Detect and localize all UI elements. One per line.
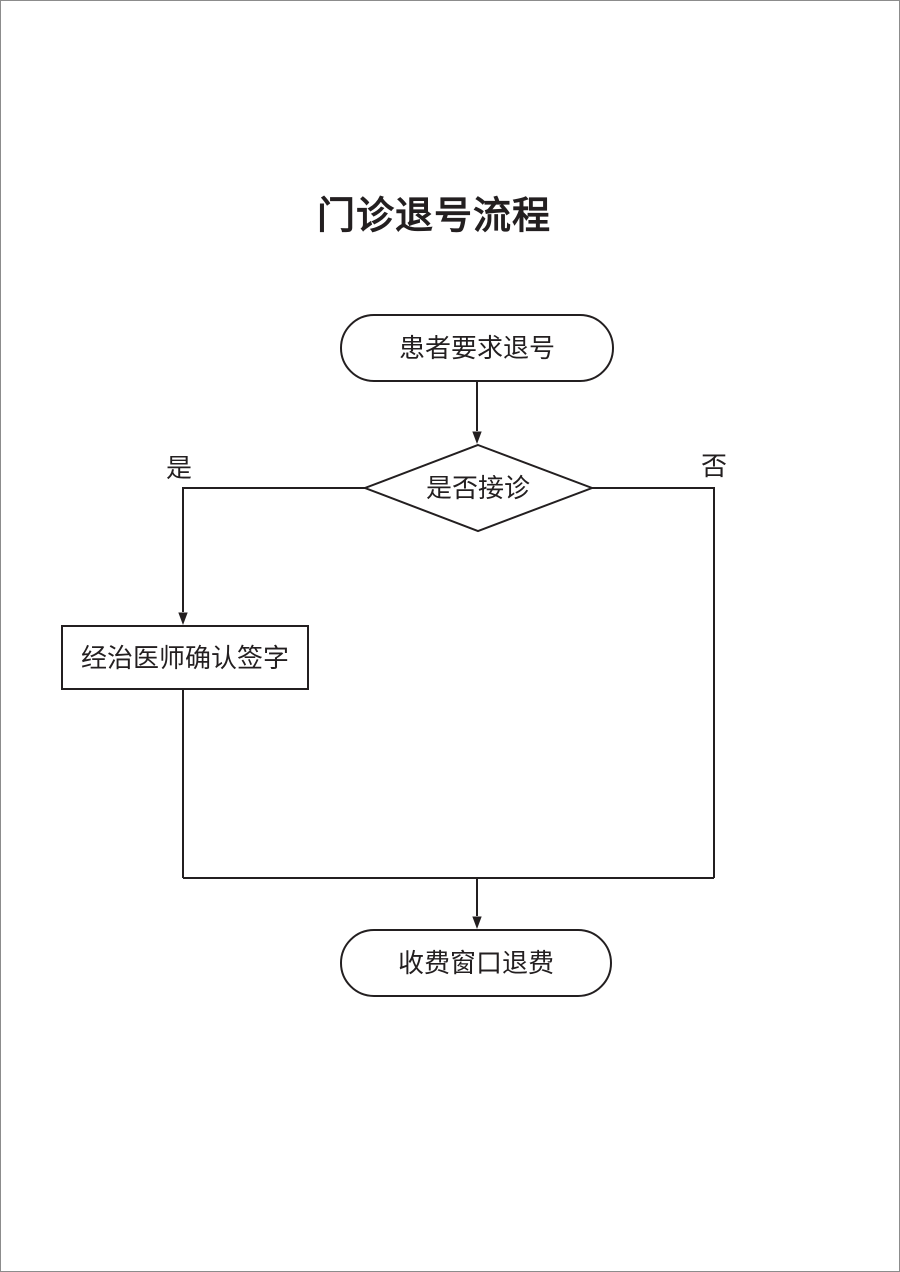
connector-no-branch xyxy=(592,487,715,878)
arrowhead-into-end xyxy=(472,916,482,929)
decision-diamond-shape xyxy=(362,443,595,533)
process-box-label: 经治医师确认签字 xyxy=(80,643,290,673)
arrowhead-into-process xyxy=(178,612,188,625)
decision-diamond-label: 是否接诊 xyxy=(425,473,531,503)
branch-yes-label: 是 xyxy=(165,453,193,483)
terminator-start-label: 患者要求退号 xyxy=(398,333,556,363)
arrowhead-into-decision xyxy=(472,431,482,444)
terminator-end-shape xyxy=(340,929,612,997)
connector-yes-branch xyxy=(182,487,365,612)
terminator-end-label: 收费窗口退费 xyxy=(397,948,555,978)
branch-no-label: 否 xyxy=(700,451,728,481)
diagram-title: 门诊退号流程 xyxy=(316,195,552,238)
process-box-shape xyxy=(61,625,309,690)
